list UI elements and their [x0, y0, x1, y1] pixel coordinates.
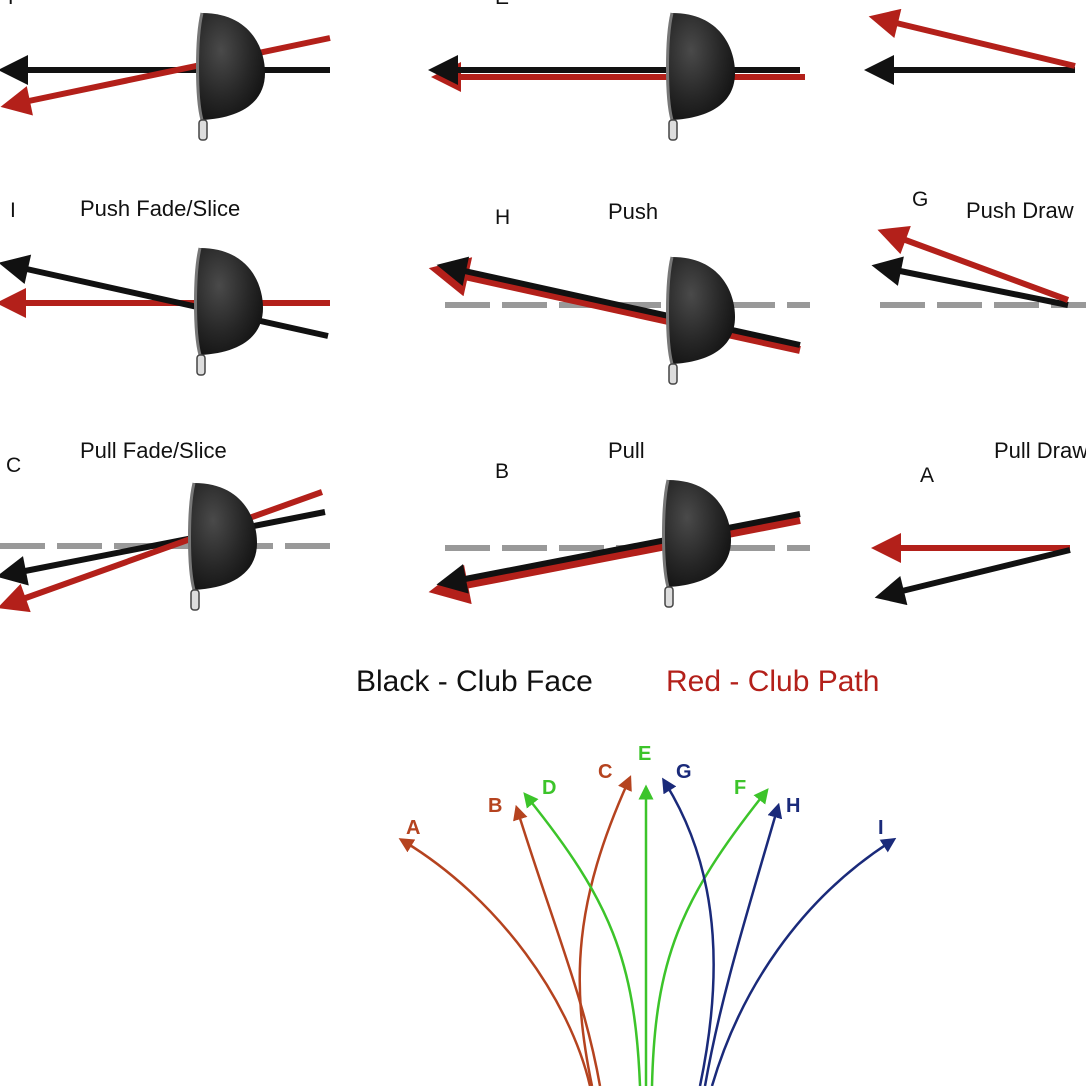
club-face-arrow — [436, 511, 801, 594]
flight-label-b: B — [488, 795, 502, 817]
panel-title: Pull Fade/Slice — [80, 438, 227, 463]
panel-top-left: F — [0, 0, 331, 142]
panel-bot-left: C Pull Fade/Slice — [0, 438, 335, 613]
panel-title: Pull — [608, 438, 645, 463]
flight-path-i — [710, 837, 897, 1086]
club-face-arrow — [436, 256, 801, 348]
flight-path-c — [578, 775, 632, 1086]
panel-letter: F — [8, 0, 21, 9]
club-face-arrow — [0, 509, 326, 586]
club-path-arrow — [868, 8, 1076, 69]
panel-mid-left: I Push Fade/Slice — [0, 196, 330, 377]
panel-letter: I — [10, 199, 16, 222]
flight-label-d: D — [542, 777, 556, 799]
panel-letter: G — [912, 188, 928, 211]
club-face-arrow — [0, 254, 329, 339]
panel-title: Push Draw — [966, 198, 1074, 223]
ball-flight-labels: A B C D E F G H I — [406, 743, 884, 839]
flight-label-i: I — [878, 817, 884, 839]
panel-letter: B — [495, 460, 509, 483]
panel-top-mid: E — [428, 0, 805, 142]
club-head-icon — [188, 481, 259, 612]
panel-letter: C — [6, 454, 21, 477]
flight-label-a: A — [406, 817, 420, 839]
club-path-arrow — [877, 226, 1070, 303]
flight-label-c: C — [598, 761, 612, 783]
panel-bot-mid: B Pull — [428, 438, 810, 609]
flight-label-f: F — [734, 777, 746, 799]
panel-title: Push Fade/Slice — [80, 196, 240, 221]
club-path-arrow — [0, 489, 324, 613]
flight-path-g — [662, 777, 715, 1086]
panel-top-right — [864, 8, 1076, 85]
panel-letter: H — [495, 206, 510, 229]
club-head-icon — [196, 11, 267, 142]
legend-club-path: Red - Club Path — [666, 665, 879, 698]
club-head-icon — [662, 478, 733, 609]
club-path-arrow — [428, 516, 801, 605]
club-head-icon — [666, 11, 737, 142]
club-face-arrow — [874, 547, 1071, 606]
panel-letter: A — [920, 464, 934, 487]
flight-path-h — [703, 802, 783, 1086]
panel-bot-right: A Pull Draw — [871, 438, 1086, 606]
panel-mid-right: G Push Draw — [871, 188, 1086, 308]
flight-label-g: G — [676, 761, 692, 783]
flight-path-f — [650, 788, 769, 1086]
legend-club-face: Black - Club Face — [356, 665, 593, 698]
club-head-icon — [666, 255, 737, 386]
panel-title: Pull Draw — [994, 438, 1086, 463]
panel-title: Push — [608, 199, 658, 224]
panel-letter: E — [495, 0, 509, 9]
panel-mid-mid: H Push — [428, 199, 810, 386]
flight-path-a — [398, 838, 592, 1086]
club-path-arrow — [0, 35, 331, 116]
club-path-arrow — [428, 257, 801, 354]
flight-label-e: E — [638, 743, 651, 765]
ball-flight-fan — [398, 775, 897, 1086]
flight-path-d — [523, 792, 642, 1086]
flight-path-b — [513, 804, 602, 1086]
club-head-icon — [194, 246, 265, 377]
club-face-arrow — [871, 256, 1069, 308]
flight-label-h: H — [786, 795, 800, 817]
